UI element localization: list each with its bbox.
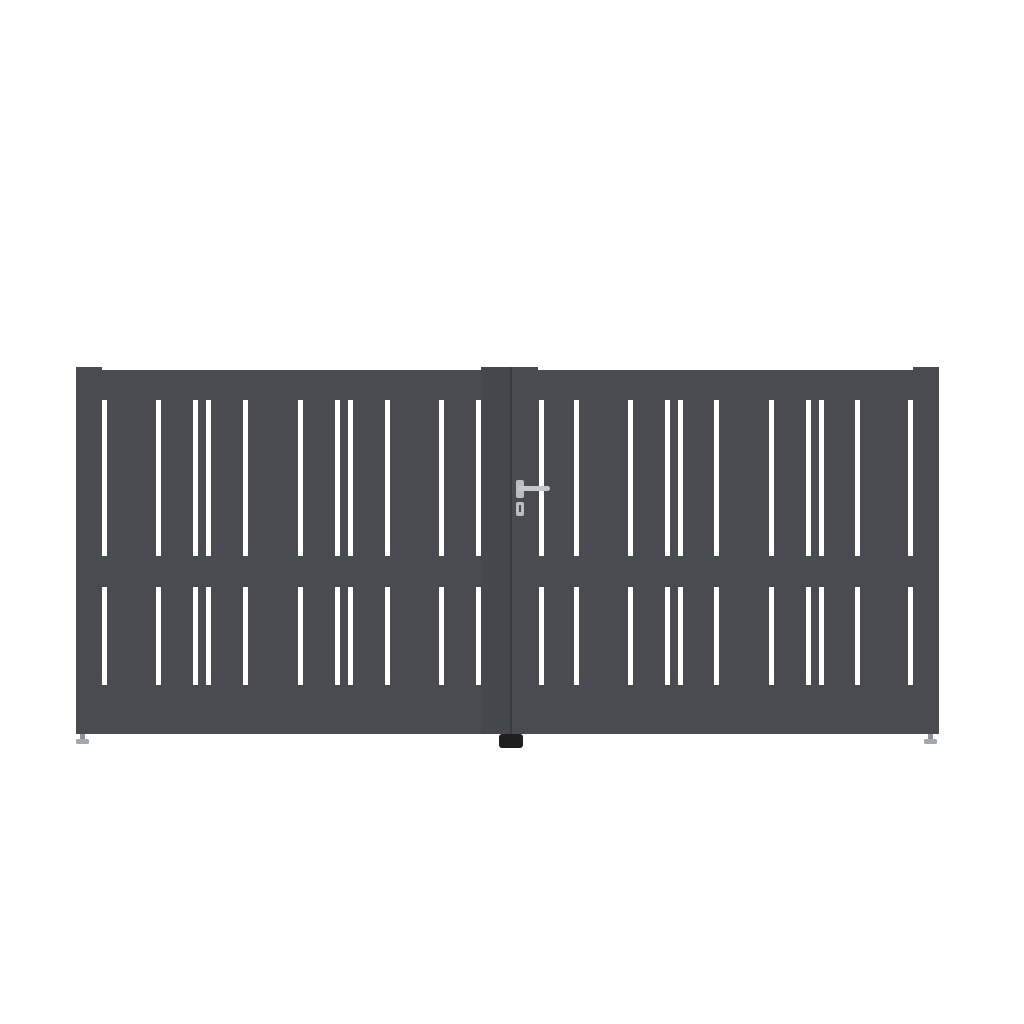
left-leaf-slat-gap-upper-4 (206, 400, 211, 556)
left-leaf-slat-gap-lower-11 (476, 587, 481, 685)
left-leaf-slat-gap-upper-1 (102, 400, 107, 556)
left-leaf-slat-gap-lower-9 (385, 587, 390, 685)
left-foot-base (76, 739, 89, 744)
left-leaf-slat-gap-upper-2 (156, 400, 161, 556)
right-leaf-slat-gap-upper-11 (908, 400, 913, 556)
right-leaf-slat-gap-lower-1 (539, 587, 544, 685)
left-leaf (102, 370, 481, 734)
right-leaf-slat-gap-lower-4 (665, 587, 670, 685)
double-swing-gate (76, 367, 939, 748)
adjustable-foot-icon (924, 734, 937, 744)
right-post (913, 367, 939, 734)
right-foot-base (924, 739, 937, 744)
right-leaf-slat-gap-upper-3 (628, 400, 633, 556)
right-leaf-slat-gap-upper-10 (855, 400, 860, 556)
right-leaf-slat-gap-upper-2 (574, 400, 579, 556)
keyhole-slot (519, 505, 521, 512)
left-leaf-slat-gap-upper-9 (385, 400, 390, 556)
right-leaf-slat-gap-upper-7 (769, 400, 774, 556)
right-leaf-panel (538, 370, 913, 734)
right-leaf-slat-gap-lower-11 (908, 587, 913, 685)
adjustable-foot-icon (76, 734, 89, 744)
left-leaf-slat-gap-lower-4 (206, 587, 211, 685)
right-leaf (538, 370, 913, 734)
right-foot-stem (928, 734, 933, 740)
left-leaf-slat-gap-upper-10 (439, 400, 444, 556)
right-leaf-slat-gap-lower-9 (819, 587, 824, 685)
left-leaf-slat-gap-upper-6 (298, 400, 303, 556)
right-leaf-slat-gap-upper-1 (539, 400, 544, 556)
handle-lever (518, 486, 550, 491)
right-leaf-slat-gap-lower-5 (678, 587, 683, 685)
right-leaf-slat-gap-lower-7 (769, 587, 774, 685)
right-leaf-slat-gap-upper-9 (819, 400, 824, 556)
right-leaf-slat-gap-lower-6 (714, 587, 719, 685)
left-leaf-panel (102, 370, 481, 734)
right-leaf-slat-gaps (539, 400, 913, 685)
center-stile-left (481, 367, 511, 734)
left-leaf-slat-gap-lower-8 (348, 587, 353, 685)
right-leaf-slat-gap-lower-10 (855, 587, 860, 685)
left-leaf-slat-gap-upper-7 (335, 400, 340, 556)
ground-stop (499, 734, 523, 748)
right-leaf-slat-gap-lower-3 (628, 587, 633, 685)
right-leaf-slat-gap-upper-8 (806, 400, 811, 556)
left-leaf-slat-gap-lower-5 (243, 587, 248, 685)
left-foot-stem (80, 734, 85, 740)
left-leaf-slat-gap-lower-3 (193, 587, 198, 685)
center-stile-right (511, 367, 538, 734)
left-leaf-slat-gap-upper-11 (476, 400, 481, 556)
left-leaf-slat-gap-lower-6 (298, 587, 303, 685)
right-leaf-slat-gap-upper-6 (714, 400, 719, 556)
right-leaf-slat-gap-upper-5 (678, 400, 683, 556)
left-leaf-slat-gap-upper-5 (243, 400, 248, 556)
ground-stop-icon (499, 734, 523, 748)
left-leaf-slat-gaps (102, 400, 481, 685)
right-leaf-slat-gap-lower-2 (574, 587, 579, 685)
left-leaf-slat-gap-lower-10 (439, 587, 444, 685)
left-leaf-slat-gap-upper-3 (193, 400, 198, 556)
left-leaf-slat-gap-lower-1 (102, 587, 107, 685)
door-handle-icon[interactable] (516, 480, 550, 498)
right-leaf-slat-gap-lower-8 (806, 587, 811, 685)
right-leaf-slat-gap-upper-4 (665, 400, 670, 556)
keyhole-icon (516, 502, 524, 516)
left-leaf-slat-gap-lower-2 (156, 587, 161, 685)
left-leaf-slat-gap-lower-7 (335, 587, 340, 685)
left-post (76, 367, 102, 734)
left-leaf-slat-gap-upper-8 (348, 400, 353, 556)
